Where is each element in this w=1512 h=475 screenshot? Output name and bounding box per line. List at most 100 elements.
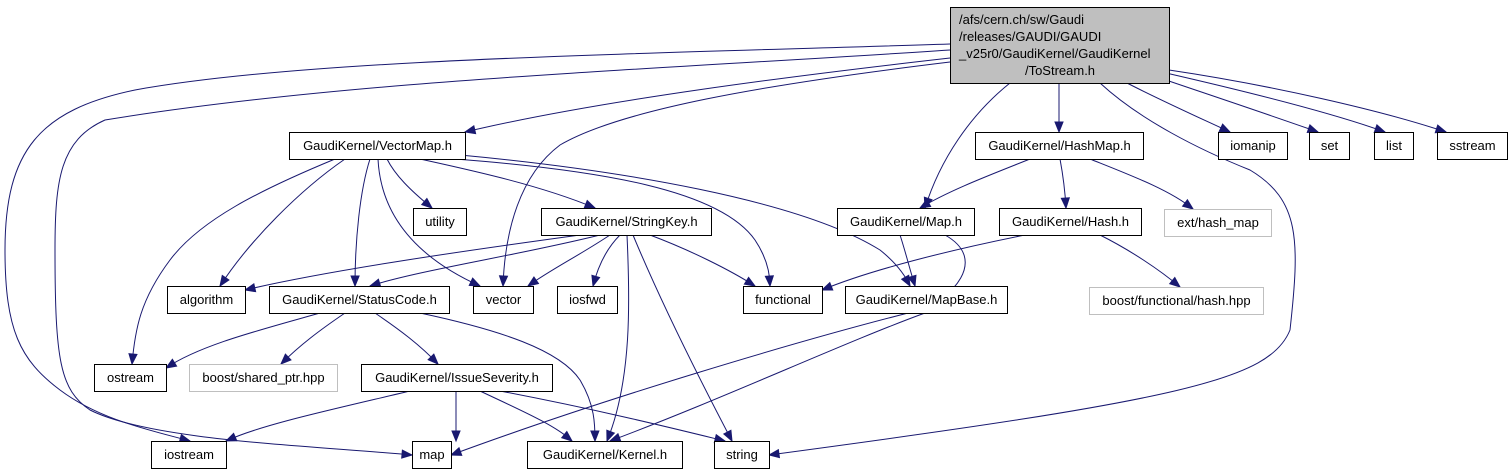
edge-line [377, 158, 481, 287]
node-label: map [419, 447, 444, 462]
node-mapbase[interactable]: GaudiKernel/MapBase.h [845, 286, 1008, 314]
node-vectormap[interactable]: GaudiKernel/VectorMap.h [289, 132, 466, 160]
node-list[interactable]: list [1374, 132, 1414, 160]
node-sstream[interactable]: sstream [1437, 132, 1508, 160]
node-iostream[interactable]: iostream [151, 441, 227, 469]
node-label: GaudiKernel/StatusCode.h [282, 292, 437, 307]
node-box [412, 441, 452, 469]
node-box [999, 208, 1142, 236]
edge-line [821, 234, 1026, 291]
arrowhead-icon [590, 430, 600, 443]
edge-line [1168, 69, 1447, 133]
node-stringkey[interactable]: GaudiKernel/StringKey.h [541, 208, 712, 236]
node-box [1089, 287, 1264, 315]
arrowhead-icon [463, 125, 477, 135]
node-functional[interactable]: functional [743, 286, 823, 314]
node-label: GaudiKernel/Map.h [850, 214, 962, 229]
edge-statuscode-to-ostream [164, 312, 321, 369]
edge-line [454, 158, 771, 287]
edge-stringkey-to-string [632, 234, 733, 443]
edge-hash_h-to-boost_hash [1099, 234, 1182, 288]
edge-hashmap-to-map_h [918, 158, 1031, 209]
node-label: GaudiKernel/HashMap.h [988, 138, 1130, 153]
node-box [527, 441, 683, 469]
edge-line [165, 312, 321, 369]
arrowhead-icon [820, 281, 834, 291]
node-label: _v25r0/GaudiKernel/GaudiKernel [958, 46, 1151, 61]
arrowhead-icon [468, 277, 482, 287]
edge-line [499, 390, 726, 442]
node-box [950, 7, 1170, 84]
node-label: list [1386, 138, 1402, 153]
node-ostream[interactable]: ostream [94, 364, 167, 392]
node-label: /afs/cern.ch/sw/Gaudi [959, 12, 1084, 27]
arrowhead-icon [722, 429, 733, 443]
node-label: boost/shared_ptr.hpp [202, 370, 324, 385]
arrowhead-icon [1054, 121, 1064, 134]
node-statuscode[interactable]: GaudiKernel/StatusCode.h [269, 286, 450, 314]
edge-tostream-to-string [767, 82, 1296, 459]
arrowhead-icon [451, 430, 461, 443]
node-box [975, 132, 1144, 160]
node-label: ext/hash_map [1177, 215, 1259, 230]
node-box [541, 208, 712, 236]
node-hashmap[interactable]: GaudiKernel/HashMap.h [975, 132, 1144, 160]
node-map-h[interactable]: GaudiKernel/Map.h [837, 208, 975, 236]
node-label: utility [425, 214, 455, 229]
node-label: GaudiKernel/StringKey.h [555, 214, 697, 229]
edge-statuscode-to-issueseverity [374, 312, 439, 365]
edge-hashmap-to-hash_h [1059, 158, 1071, 210]
edge-hashmap-to-ext_hash_map [1089, 158, 1195, 210]
node-box [413, 208, 467, 236]
edge-line [924, 82, 1011, 209]
edge-line [374, 312, 439, 365]
node-string[interactable]: string [714, 441, 770, 469]
arrowhead-icon [907, 274, 917, 288]
edge-line [1089, 158, 1194, 210]
node-box [743, 286, 823, 314]
node-set[interactable]: set [1309, 132, 1350, 160]
node-hash-h[interactable]: GaudiKernel/Hash.h [999, 208, 1142, 236]
node-label: GaudiKernel/VectorMap.h [303, 138, 452, 153]
edge-line [354, 158, 371, 287]
arrowhead-icon [449, 446, 463, 456]
arrowhead-icon [1306, 124, 1320, 133]
node-label: GaudiKernel/Hash.h [1012, 214, 1129, 229]
edge-line [1165, 72, 1386, 133]
edge-vectormap-to-algorithm [219, 158, 346, 288]
edge-tostream-to-vector [498, 61, 951, 288]
node-vector[interactable]: vector [473, 286, 534, 314]
arrowhead-icon [280, 353, 292, 365]
edge-line [219, 158, 346, 287]
node-iomanip[interactable]: iomanip [1218, 132, 1288, 160]
nodes-layer: /afs/cern.ch/sw/Gaudi/releases/GAUDI/GAU… [94, 7, 1508, 469]
node-box [94, 364, 167, 392]
arrowhead-icon [224, 432, 238, 442]
edge-line [1159, 77, 1319, 133]
node-map[interactable]: map [412, 441, 452, 469]
edge-line [131, 158, 336, 365]
edge-line [479, 390, 573, 442]
arrowhead-icon [164, 358, 178, 369]
edge-mapbase-to-kernel [608, 312, 926, 442]
node-label: boost/functional/hash.hpp [1102, 293, 1250, 308]
arrowhead-icon [368, 278, 382, 288]
arrowhead-icon [606, 429, 616, 443]
node-iosfwd[interactable]: iosfwd [557, 286, 618, 314]
node-issueseverity[interactable]: GaudiKernel/IssueSeverity.h [361, 364, 553, 392]
edge-tostream-to-set [1159, 77, 1320, 133]
arrowhead-icon [560, 430, 574, 442]
arrowhead-icon [128, 353, 138, 366]
edge-statuscode-to-kernel [419, 312, 600, 443]
edge-line [609, 312, 926, 442]
arrowhead-icon [1218, 123, 1232, 133]
node-box [1437, 132, 1508, 160]
node-kernel[interactable]: GaudiKernel/Kernel.h [527, 441, 683, 469]
node-label: GaudiKernel/Kernel.h [543, 447, 667, 462]
node-utility[interactable]: utility [413, 208, 467, 236]
edge-vectormap-to-ostream [128, 158, 336, 366]
node-algorithm[interactable]: algorithm [167, 286, 246, 314]
edge-line [4, 43, 951, 442]
edge-line [419, 312, 596, 442]
node-label: algorithm [180, 292, 233, 307]
